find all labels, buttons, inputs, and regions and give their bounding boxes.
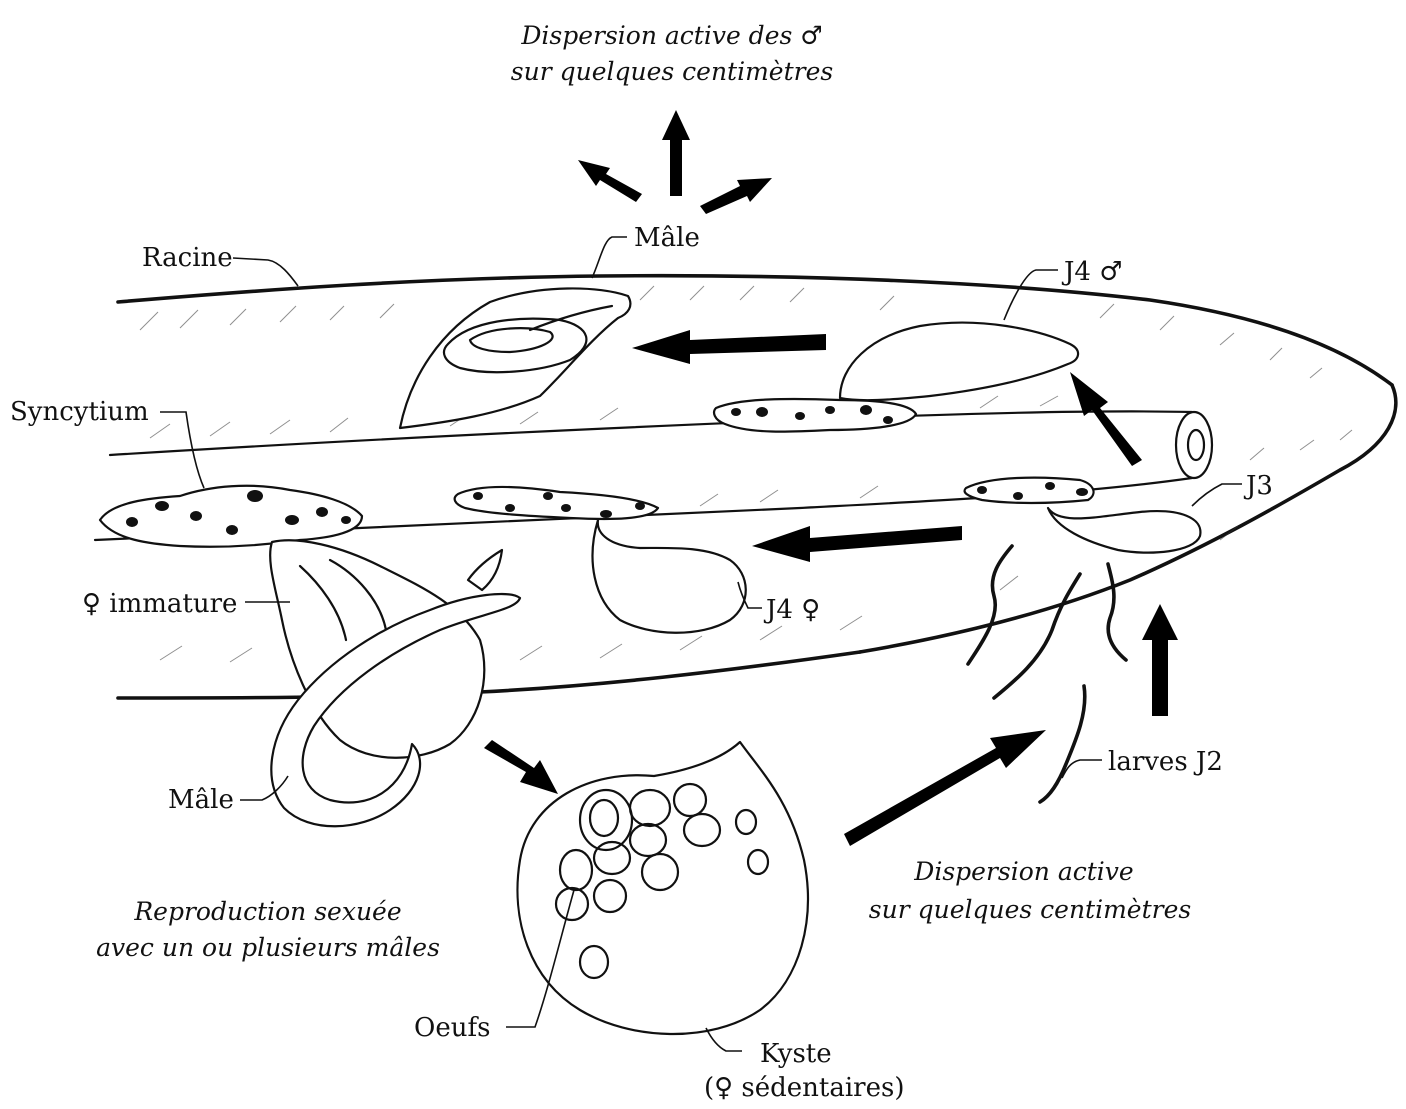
arrow-up-center: [662, 110, 690, 196]
arrows: [484, 110, 1178, 846]
vascular-cylinder-lumen: [1188, 430, 1204, 460]
caption-left: Reproduction sexuée avec un ou plusieurs…: [96, 897, 440, 962]
label-kyste: Kyste: [760, 1039, 832, 1069]
caption-right-line2: sur quelques centimètres: [869, 895, 1191, 924]
syncytium-left: [100, 486, 362, 547]
label-syncytium: Syncytium: [10, 397, 149, 427]
j3-illustration: [1048, 508, 1200, 553]
arrow-down-right-cyst: [484, 740, 558, 794]
vascular-cylinder-end: [1176, 412, 1212, 478]
label-oeufs: Oeufs: [414, 1013, 490, 1043]
label-larves-j2: larves J2: [1108, 747, 1223, 777]
arrow-diagonal-up-left: [1070, 372, 1142, 466]
syncytium-right: [965, 478, 1094, 503]
male-top-illustration: [400, 288, 630, 428]
label-j3: J3: [1243, 471, 1273, 501]
caption-right: Dispersion active sur quelques centimètr…: [869, 857, 1191, 924]
label-male-bottom: Mâle: [168, 785, 234, 815]
j2-larvae: [968, 546, 1126, 802]
arrow-up-larvae: [1142, 604, 1178, 716]
vascular-cylinder-top: [110, 411, 1192, 455]
arrow-left-middle: [752, 526, 962, 562]
caption-top-line2: sur quelques centimètres: [511, 57, 833, 86]
caption-left-line2: avec un ou plusieurs mâles: [96, 933, 440, 962]
caption-left-line1: Reproduction sexuée: [133, 897, 401, 926]
label-kyste-note: (♀ sédentaires): [704, 1073, 904, 1103]
syncytium-upper: [714, 399, 916, 432]
j4-male-illustration: [840, 323, 1078, 401]
caption-top: Dispersion active des ♂ sur quelques cen…: [511, 21, 833, 86]
label-j4-female: J4 ♀: [763, 595, 820, 625]
cyst-illustration: [518, 742, 808, 1034]
arrow-up-left: [578, 160, 642, 202]
caption-right-line1: Dispersion active: [913, 857, 1133, 886]
arrow-diagonal-up-right: [844, 730, 1046, 846]
root-upper-edge: [118, 276, 1392, 385]
j4-female-illustration: [593, 520, 746, 633]
label-female-immature: ♀ immature: [82, 589, 237, 619]
root-lower-edge: [118, 652, 860, 698]
arrow-left-top: [632, 330, 826, 364]
label-male-top: Mâle: [634, 223, 700, 253]
label-j4-male: J4 ♂: [1061, 257, 1123, 287]
syncytium-middle: [455, 487, 658, 519]
caption-top-line1: Dispersion active des ♂: [520, 21, 822, 50]
arrow-up-right: [700, 178, 772, 214]
label-racine: Racine: [142, 243, 233, 273]
